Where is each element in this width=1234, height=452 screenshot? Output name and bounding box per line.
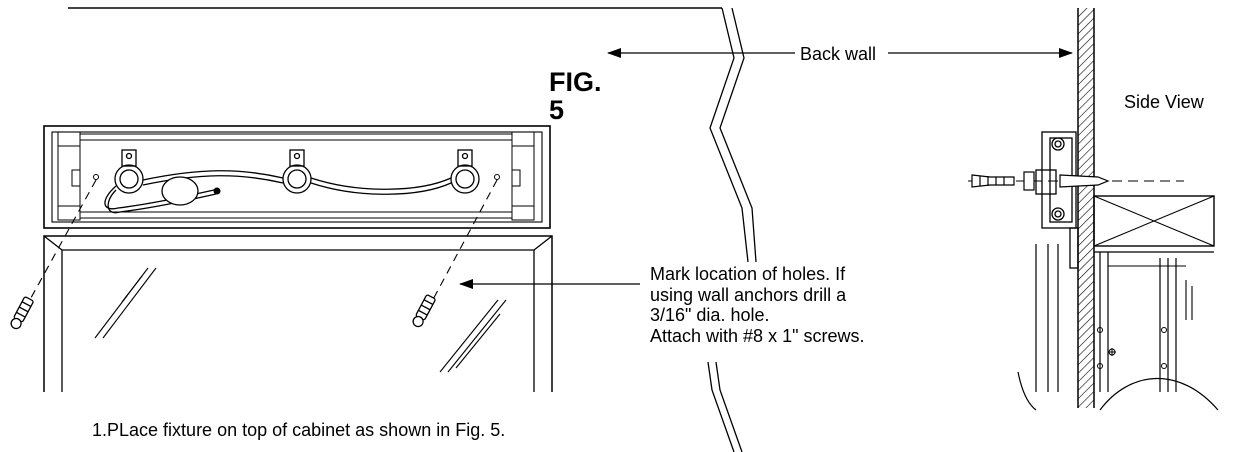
break-line-a [709, 7, 749, 263]
side-view-label: Side View [1124, 92, 1204, 112]
lamp-socket-icon [114, 149, 480, 194]
break-line-b [719, 7, 757, 263]
step-instruction: 1.PLace fixture on top of cabinet as sho… [92, 420, 506, 440]
screw-icon [971, 171, 1110, 191]
side-cabinet [1017, 195, 1219, 411]
wiring [104, 170, 452, 214]
wall-hatching [1078, 8, 1094, 408]
break-line-c [707, 361, 735, 452]
cabinet [43, 235, 553, 392]
back-wall-label: Back wall [800, 44, 877, 64]
ballast-icon [161, 176, 199, 206]
break-line-d [715, 361, 743, 452]
wire-nut [213, 187, 221, 195]
wall-anchor-icon [10, 294, 436, 330]
light-fixture [43, 125, 551, 229]
glass-reflection-marks [94, 267, 507, 373]
figure-title: FIG. 5 [549, 67, 602, 126]
side-fixture [1035, 131, 1079, 269]
hole-instructions: Mark location of holes. If using wall an… [650, 264, 865, 347]
screw-guide-right [421, 179, 498, 321]
